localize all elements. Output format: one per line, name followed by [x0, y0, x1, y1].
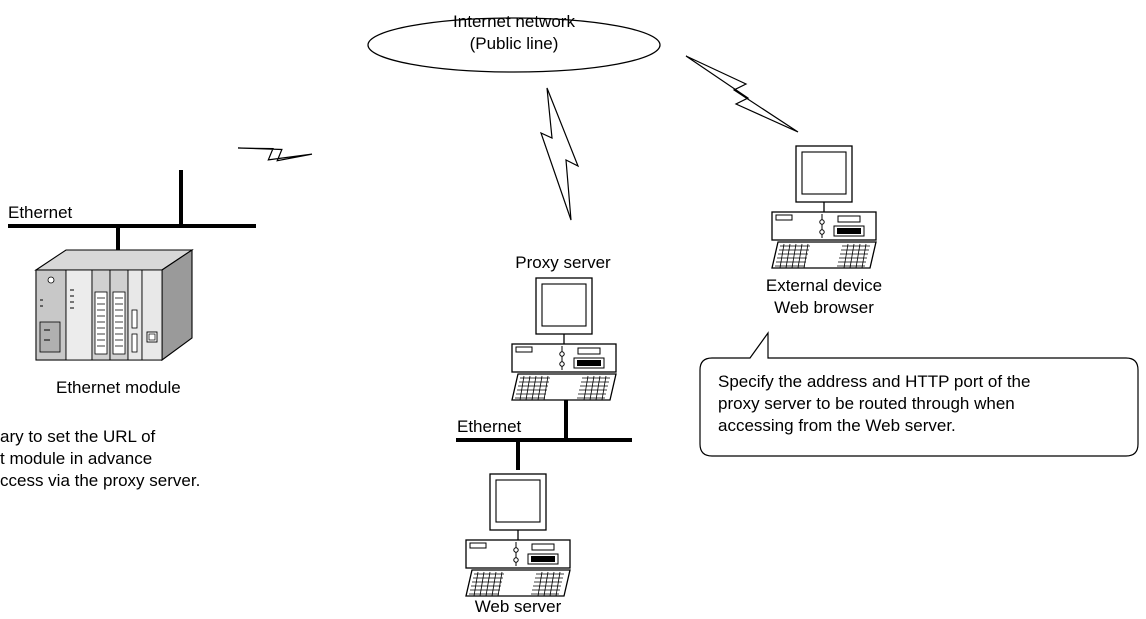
left-note-line1: ary to set the URL of [0, 427, 156, 446]
proxy-server-label: Proxy server [515, 253, 611, 272]
web-browser-label: Web browser [774, 298, 874, 317]
proxy-server-icon [511, 277, 617, 401]
external-device-icon [771, 145, 877, 269]
web-server-icon [465, 473, 571, 597]
center-ethernet-label: Ethernet [457, 417, 522, 436]
callout-balloon [699, 331, 1139, 457]
callout-line2: proxy server to be routed through when [718, 394, 1015, 413]
cloud-label-line1: Internet network [453, 12, 575, 31]
callout-line3: accessing from the Web server. [718, 416, 956, 435]
external-device-label: External device [765, 276, 883, 295]
plc-icon [34, 248, 194, 362]
internet-cloud [367, 17, 661, 73]
lightning-left-icon [237, 147, 313, 162]
left-ethernet-label: Ethernet [8, 203, 73, 222]
callout-line1: Specify the address and HTTP port of the [718, 372, 1031, 391]
lightning-right-icon [685, 55, 799, 133]
cloud-label-line2: (Public line) [469, 34, 559, 53]
left-note-line2: t module in advance [0, 449, 153, 468]
lightning-center-icon [539, 87, 580, 221]
ethernet-module-label: Ethernet module [56, 378, 181, 397]
left-note-line3: ccess via the proxy server. [0, 471, 201, 490]
web-server-label: Web server [474, 597, 562, 616]
